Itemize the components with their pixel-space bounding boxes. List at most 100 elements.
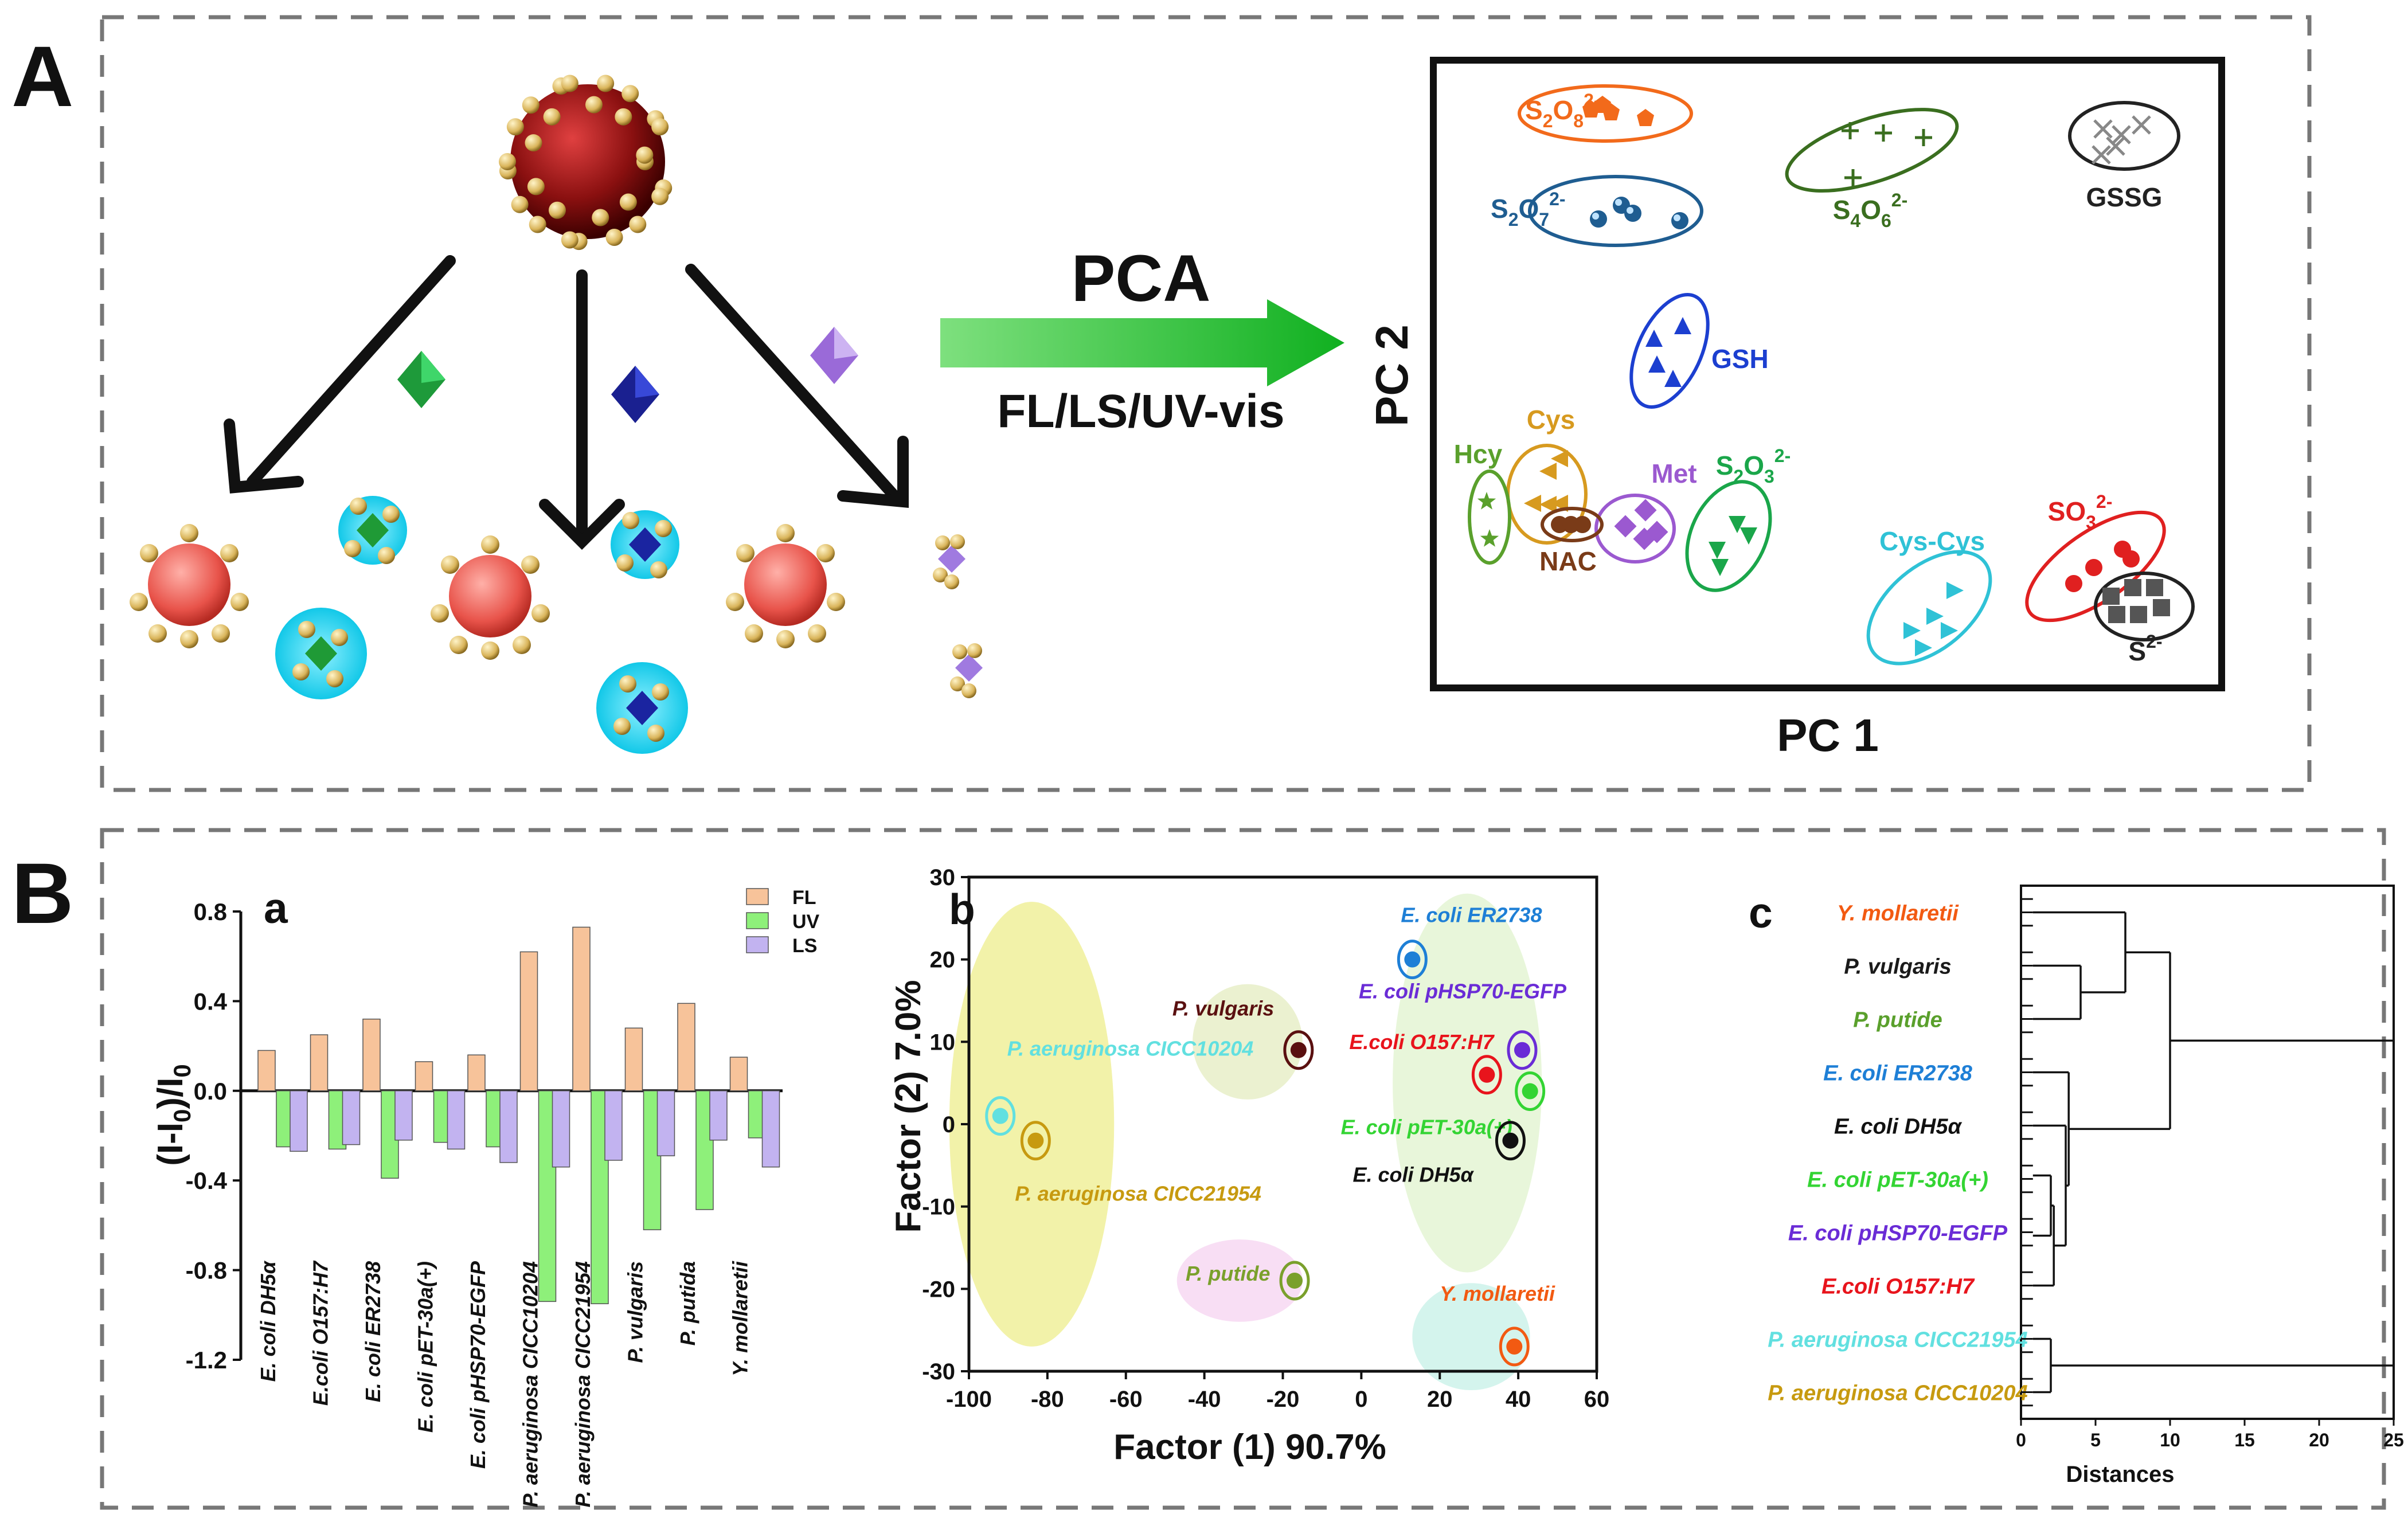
ligand-bead [933,568,948,582]
pca-group-label: S2O72- [1491,189,1566,230]
ligand-bead [651,187,669,205]
ligand-bead [481,641,499,660]
ligand-bead [745,624,763,643]
ligand-bead [511,195,529,213]
x-tick-label: 15 [2234,1430,2255,1450]
ligand-bead [776,630,795,648]
pca-group-label: GSSG [2086,182,2163,212]
y-tick-label: -0.4 [186,1167,228,1194]
complex-gem [938,545,965,573]
dendrogram-link [2051,1039,2395,1367]
ligand-bead [331,629,348,646]
pca-arrow-title: PCA [1072,242,1211,315]
pca-point [1941,622,1958,639]
ligand-bead [382,506,400,523]
x-tick-label: 20 [1427,1387,1453,1412]
pca-point [1671,212,1688,229]
pca-point [2146,579,2163,596]
pca-point [1729,516,1746,533]
dendrogram-link [2069,951,2171,1130]
scatter-label: E. coli pET-30a(+) [1341,1116,1512,1139]
dendrogram-leaf-label: E. coli pET-30a(+) [1807,1168,1988,1192]
pca-group-label: NAC [1539,546,1597,576]
chart-b-ylabel: Factor (2) 7.0% [889,980,928,1233]
ligand-bead [298,621,315,638]
complex-gem [629,527,661,562]
pca-point [1574,516,1591,533]
scatter-point [1027,1132,1044,1149]
bar-ls [761,1090,780,1168]
dendrogram-leaf-label: E. coli ER2738 [1823,1062,1973,1086]
x-category-label: P. putida [676,1261,699,1345]
scatter-point [1514,1042,1530,1058]
legend-label: UV [792,911,820,933]
ligand-bead [531,604,550,623]
panel-a-label: A [11,28,73,124]
pca-group-label: S4O62- [1833,190,1908,231]
x-category-label: E. coli pHSP70-EGFP [466,1261,490,1469]
pca-point [1674,317,1691,334]
cluster-ring [1499,1327,1530,1367]
pca-point [2093,119,2113,139]
ligand-bead [629,216,647,233]
pca-point [1842,122,1859,139]
group-shading [1193,984,1303,1100]
y-tick-label: 10 [930,1030,956,1055]
pca-cluster-ellipse [1785,108,1959,193]
pca-point [2102,588,2120,605]
ligand-bead [561,75,578,92]
ligand-bead [622,512,639,529]
pca-point [2106,136,2125,156]
x-category-label: E. coli ER2738 [361,1261,385,1402]
dendrogram-leaf-label: Y. mollaretii [1837,902,1959,926]
pca-cluster-ellipse [1541,507,1604,542]
bar-ls [394,1090,413,1141]
bar-ls [604,1090,623,1161]
ligand-bead [808,624,826,643]
cluster-ring [1471,1055,1502,1095]
scatter-label: E. coli pHSP70-EGFP [1359,980,1567,1003]
chart-c-xlabel: Distances [2066,1462,2175,1487]
dendrogram-link [2032,964,2082,1020]
cluster-ring [1279,1261,1310,1301]
ligand-bead [561,231,578,249]
ligand-bead [592,209,609,226]
analyte-gem-facet [834,327,858,359]
ligand-bead [506,118,524,136]
x-tick-label: 25 [2383,1430,2404,1450]
scatter-label: P. aeruginosa CICC10204 [1007,1037,1254,1061]
chart-c-label: c [1749,889,1773,937]
ligand-bead [513,636,531,654]
ligand-bead [651,118,669,136]
complex-gem [357,513,389,547]
ligand-bead [636,146,654,164]
group-shading [1176,1239,1303,1322]
dendrogram-link [2032,1071,2070,1187]
bar-uv [591,1090,609,1305]
ligand-bead [619,675,636,693]
legend-swatch [746,888,769,905]
analyte-gem-facet [635,366,659,398]
dendrogram-leaf-label: P. aeruginosa CICC10204 [1768,1382,2027,1406]
pca-cluster-ellipse [1629,293,1710,409]
bar-ls [709,1090,728,1141]
scatter-label: E. coli DH5α [1352,1163,1474,1187]
ligand-bead [597,75,615,92]
ligand-bead [212,624,230,643]
ligand-bead [180,524,198,542]
scatter-point [992,1108,1008,1124]
ligand-bead [449,636,468,654]
bar-fl [415,1061,433,1091]
pca-point [2122,550,2140,568]
x-tick-label: -20 [1266,1387,1300,1412]
chart-b-xlabel: Factor (1) 90.7% [1113,1427,1386,1467]
y-tick-label: 30 [930,865,956,890]
pca-point [1602,103,1620,120]
pca-group-label: Cys [1527,405,1575,435]
ligand-bead [585,96,603,114]
x-tick-label: 20 [2309,1430,2329,1450]
pca-plot-area [1430,57,2225,691]
pca-point [2092,145,2111,165]
